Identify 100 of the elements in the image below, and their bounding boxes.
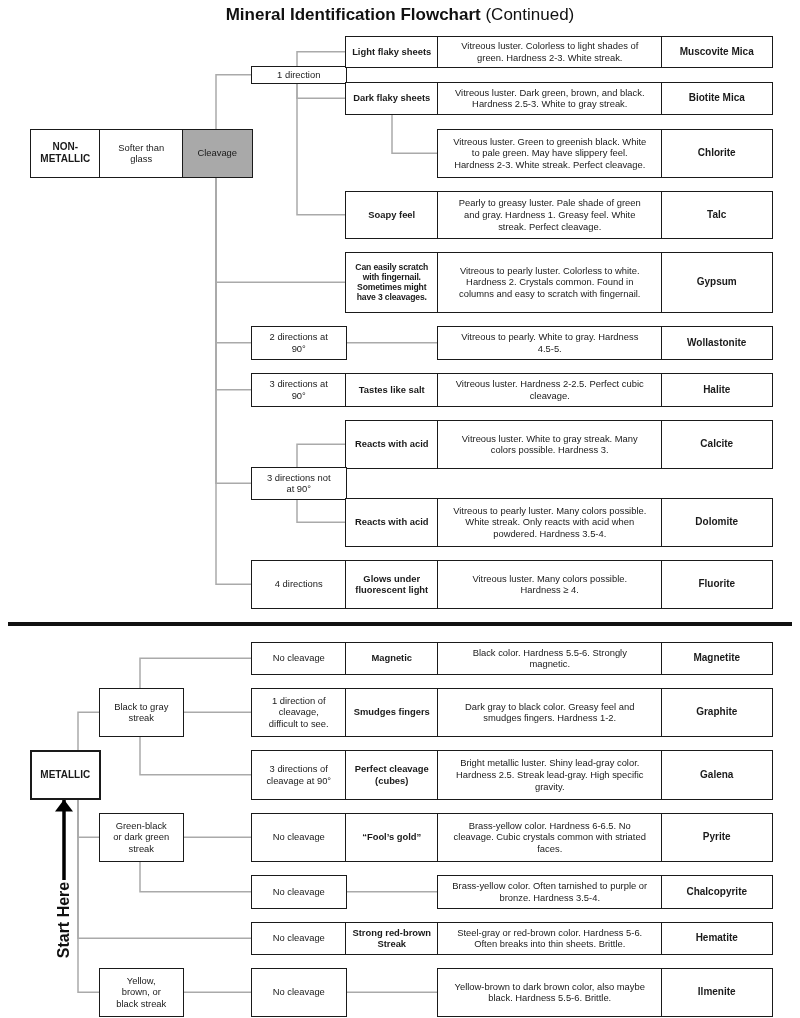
criterion-text: Green-black or dark green streak [112, 819, 171, 855]
mineral-name-box [661, 642, 773, 675]
description-text: Vitreous luster. Many colors possible. Hardness ≥ 4. [471, 572, 629, 596]
property-text: Smudges fingers [353, 706, 430, 719]
mineral-name-box [661, 560, 773, 609]
mineral-name-box [661, 688, 773, 737]
connector-line [182, 991, 252, 993]
mineral-name-box [661, 968, 773, 1017]
mineral-name: Fluorite [698, 578, 736, 591]
criterion-text: 3 directions at 90° [268, 378, 329, 402]
mineral-name-box [661, 875, 773, 909]
connector-line [391, 113, 438, 154]
connector-line [139, 735, 252, 776]
description-text: Steel-gray or red-brown color. Hardness 5-6. Often breaks into thin sheets. Brittle. [456, 926, 644, 950]
property-text: Reacts with acid [355, 438, 429, 451]
property-box [345, 922, 439, 955]
criterion-box [251, 373, 347, 407]
connector-line [182, 711, 252, 713]
criterion-box [251, 326, 347, 360]
mineral-name: Muscovite Mica [679, 45, 754, 58]
mineral-name: Talc [707, 208, 727, 221]
mineral-name: Magnetite [693, 652, 741, 665]
mineral-name: Pyrite [702, 831, 731, 844]
criterion-text: No cleavage [272, 986, 325, 999]
criterion-box [251, 560, 347, 609]
property-text: Magnetic [371, 652, 413, 665]
description-text: Vitreous to pearly luster. Colorless to white. Hardness 2. Crystals common. Found in columns and easy to scratch with fingernail. [458, 264, 642, 300]
mineral-name: Hematite [695, 932, 738, 945]
mineral-name-box [661, 252, 773, 313]
mineral-name: Chalcopyrite [686, 885, 748, 898]
description-box [437, 813, 663, 862]
connector-line [345, 342, 438, 344]
description-box [437, 968, 663, 1017]
criterion-text: No cleavage [272, 885, 325, 898]
category-label: METALLIC [40, 768, 91, 781]
property-text: Perfect cleavage (cubes) [353, 763, 430, 787]
criterion-box [99, 129, 184, 178]
property-box [345, 373, 439, 407]
property-text: Glows under fluorescent light [354, 572, 430, 596]
description-text: Vitreous luster. Colorless to light shades of green. Hardness 2-3. White streak. [460, 40, 640, 64]
description-box [437, 191, 663, 239]
connector-line [296, 82, 346, 216]
criterion-text: Black to gray streak [113, 700, 170, 724]
start-here-label: Start Here [54, 880, 74, 960]
mineral-name: Ilmenite [697, 986, 736, 999]
arrow [55, 799, 73, 880]
criterion-box [251, 642, 347, 675]
description-box [437, 642, 663, 675]
connector-line [296, 51, 346, 67]
description-text: Pearly to greasy luster. Pale shade of green and gray. Hardness 1. Greasy feel. White streak. Perfect cleavage. [457, 197, 642, 233]
description-text: Vitreous to pearly luster. Many colors possible. White streak. Only reacts with acid when powdered. Hardness 3.5-4. [452, 504, 648, 540]
mineral-name: Calcite [700, 438, 734, 451]
mineral-name: Wollastonite [687, 336, 747, 349]
property-box [345, 688, 439, 737]
connector-line [345, 991, 438, 993]
description-text: Dark gray to black color. Greasy feel and smudges fingers. Hardness 1-2. [464, 700, 636, 724]
description-box [437, 252, 663, 313]
mineral-name-box [661, 498, 773, 547]
property-box [345, 813, 439, 862]
mineral-name-box [661, 420, 773, 469]
mineral-name: Halite [703, 383, 731, 396]
description-box [437, 688, 663, 737]
mineral-name-box [661, 36, 773, 68]
criterion-text: 1 direction of cleavage, difficult to see. [267, 694, 330, 730]
criterion-box [182, 129, 253, 178]
description-text: Black color. Hardness 5.5-6. Strongly magnetic. [471, 646, 628, 670]
property-text: Dark flaky sheets [353, 92, 431, 105]
description-box [437, 129, 663, 178]
mineral-name-box [661, 813, 773, 862]
description-text: Vitreous to pearly. White to gray. Hardness 4.5-5. [460, 331, 640, 355]
criterion-box [251, 813, 347, 862]
connector-line [139, 860, 252, 893]
mineral-name-box [661, 373, 773, 407]
criterion-box [251, 467, 347, 500]
criterion-text: 1 direction [277, 68, 321, 81]
connector-line [296, 498, 346, 523]
mineral-name-box [661, 191, 773, 239]
criterion-text: No cleavage [272, 831, 325, 844]
description-text: Yellow-brown to dark brown color, also maybe black. Hardness 5.5-6. Brittle. [453, 980, 646, 1004]
criterion-text: 3 directions not at 90° [265, 471, 332, 495]
property-text: “Fool’s gold” [362, 831, 422, 844]
mineral-name-box [661, 82, 773, 115]
description-box [437, 498, 663, 547]
criterion-text: 3 directions of cleavage at 90° [265, 763, 333, 787]
mineral-name-box [661, 129, 773, 178]
description-box [437, 326, 663, 360]
criterion-text: 2 directions at 90° [268, 331, 329, 355]
property-text: Strong red-brown Streak [351, 926, 433, 950]
description-text: Brass-yellow color. Hardness 6-6.5. No cleavage. Cubic crystals common with striated faces. [452, 819, 647, 855]
connector-line [296, 443, 346, 468]
description-text: Vitreous luster. Dark green, brown, and black. Hardness 2.5-3. White to gray streak. [454, 86, 646, 110]
description-text: Vitreous luster. Green to greenish black. White to pale green. May have slippery feel. Hardness 2-3. White streak. Perfect cleavage. [452, 135, 648, 171]
property-box [345, 642, 439, 675]
property-text: Can easily scratch with fingernail. Sometimes might have 3 cleavages. [354, 261, 430, 303]
connector-line [77, 798, 100, 993]
connector-line [182, 836, 252, 838]
mineral-name: Graphite [696, 706, 738, 719]
property-text: Light flaky sheets [352, 45, 432, 58]
description-box [437, 82, 663, 115]
description-text: Vitreous luster. White to gray streak. Many colors possible. Hardness 3. [460, 432, 639, 456]
